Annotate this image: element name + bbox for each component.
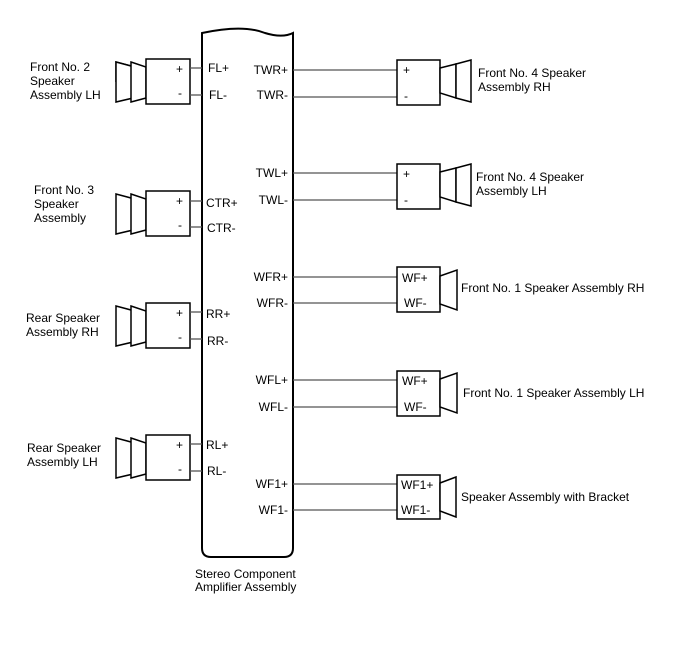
speaker-terminal-box [396,370,441,417]
pin-label-RR-: RR- [207,334,228,348]
speaker-terminal-box [396,163,441,210]
pin-label-CTR-: CTR- [207,221,236,235]
speaker-terminal-box [145,302,191,349]
speaker-cone-icon [130,192,147,235]
pin-label-RR+: RR+ [206,307,230,321]
speaker-with-bracket: WF1+ WF1- Speaker Assembly with Bracket [293,474,630,520]
terminal-plus: + [176,306,183,320]
pin-label-WF1+: WF1+ [256,477,288,491]
speaker-cone-icon [439,371,458,415]
speaker-label: Front No. 1 Speaker Assembly RH [461,281,644,295]
speaker-cone-icon [130,436,147,479]
pin-label-RL+: RL+ [206,438,228,452]
amplifier-name-line1: Stereo Component [195,567,296,581]
pin-label-WFL+: WFL+ [256,373,288,387]
speaker-terminal-box [145,434,191,481]
speaker-front-no1-rh: WF+ WF- Front No. 1 Speaker Assembly RH [293,266,644,313]
speaker-cone-icon [455,163,472,207]
pin-label-WFR+: WFR+ [254,270,288,284]
terminal-minus: - [178,462,182,476]
pin-label-FL+: FL+ [208,61,229,75]
terminal-plus: + [176,194,183,208]
speaker-rear-lh: + - Rear Speaker Assembly LH [27,434,202,481]
speaker-label: Front No. 4 Speaker Assembly RH [478,66,589,94]
terminal-plus: + [403,167,410,181]
terminal-minus: WF1- [401,503,430,517]
speaker-front-no2-lh: + - Front No. 2 Speaker Assembly LH [30,58,202,105]
speaker-label: Front No. 1 Speaker Assembly LH [463,386,644,400]
speaker-label: Rear Speaker Assembly RH [26,311,103,339]
speaker-front-no4-rh: + - Front No. 4 Speaker Assembly RH [293,59,589,106]
speaker-terminal-box [145,190,191,237]
speaker-label: Front No. 2 Speaker Assembly LH [30,60,101,102]
pin-label-TWR+: TWR+ [254,63,288,77]
speaker-label: Front No. 4 Speaker Assembly LH [476,170,587,198]
terminal-minus: - [404,193,408,207]
speaker-label: Speaker Assembly with Bracket [461,490,630,504]
pin-label-TWL+: TWL+ [256,166,288,180]
terminal-minus: - [404,89,408,103]
terminal-plus: WF+ [402,271,428,285]
speaker-cone-icon [439,167,457,204]
speaker-cone-icon [455,59,472,103]
pin-label-RL-: RL- [207,464,226,478]
terminal-minus: WF- [404,296,427,310]
speaker-cone-icon [439,475,457,519]
speaker-front-no4-lh: + - Front No. 4 Speaker Assembly LH [293,163,587,210]
speaker-label: Rear Speaker Assembly LH [27,441,104,469]
terminal-minus: - [178,86,182,100]
terminal-plus: WF1+ [401,478,433,492]
speaker-cone-icon [439,63,457,100]
pin-label-WF1-: WF1- [259,503,288,517]
terminal-plus: + [176,62,183,76]
speaker-front-no3: + - Front No. 3 Speaker Assembly [34,183,202,237]
terminal-minus: - [178,330,182,344]
amplifier-body [201,27,294,558]
amplifier-name-line2: Amplifier Assembly [195,580,296,594]
terminal-minus: - [178,218,182,232]
speaker-terminal-box [396,59,441,106]
speaker-cone-icon [130,304,147,347]
speaker-front-no1-lh: WF+ WF- Front No. 1 Speaker Assembly LH [293,370,644,417]
pin-label-WFL-: WFL- [259,400,288,414]
pin-label-CTR+: CTR+ [206,196,238,210]
speaker-cone-icon [130,60,147,103]
speaker-cone-icon [439,268,458,312]
pin-label-TWR-: TWR- [257,88,288,102]
speaker-rear-rh: + - Rear Speaker Assembly RH [26,302,202,349]
terminal-plus: WF+ [402,374,428,388]
terminal-plus: + [403,63,410,77]
pin-label-FL-: FL- [209,88,227,102]
terminal-plus: + [176,438,183,452]
speaker-terminal-box [396,474,441,520]
pin-label-WFR-: WFR- [257,296,288,310]
terminal-minus: WF- [404,400,427,414]
speaker-label: Front No. 3 Speaker Assembly [34,183,97,225]
speaker-terminal-box [145,58,191,105]
pin-label-TWL-: TWL- [259,193,288,207]
